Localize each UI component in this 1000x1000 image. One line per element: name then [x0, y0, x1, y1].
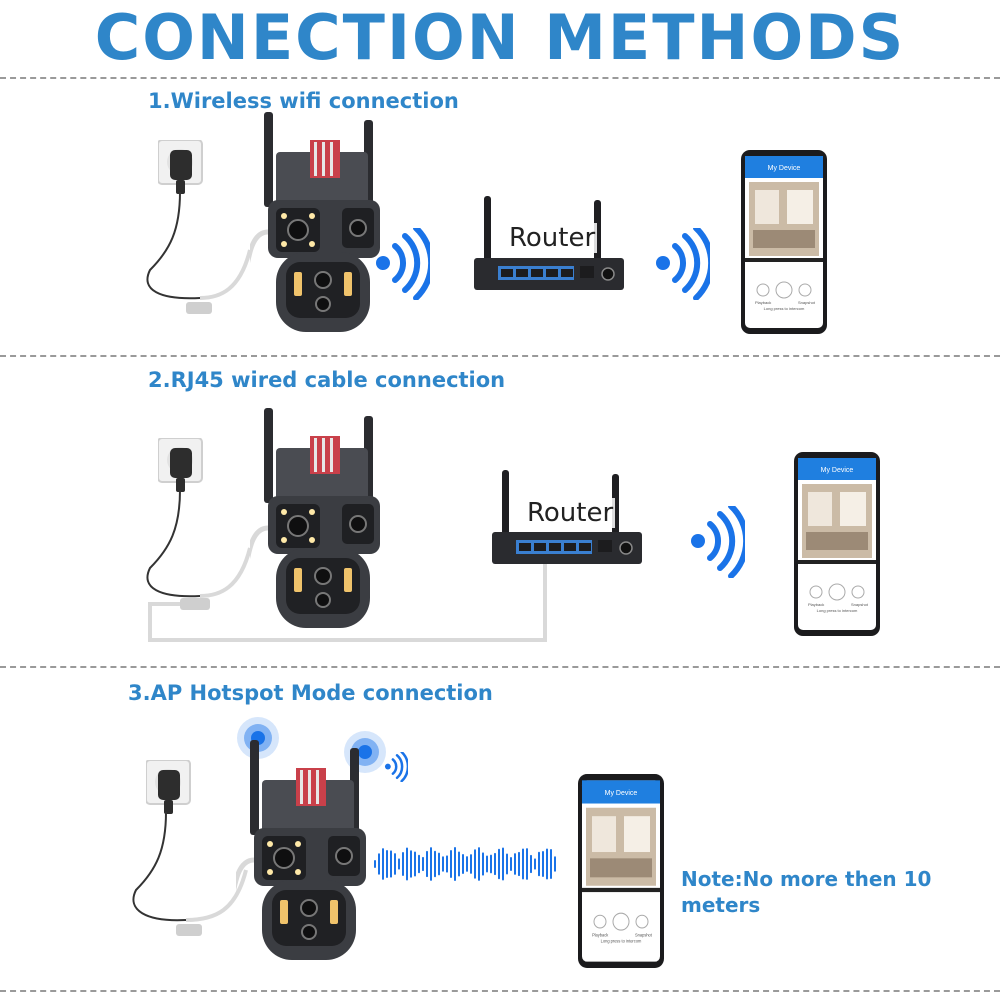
phone-app-title: My Device — [605, 788, 638, 797]
section-1-power-cable — [146, 191, 252, 314]
section-2-camera — [250, 408, 390, 633]
section-3-camera — [236, 740, 376, 965]
phone-playback-label: Playback — [755, 300, 771, 305]
phone-snapshot-label: Snapshot — [798, 300, 816, 305]
section-1-camera — [250, 112, 390, 337]
phone-hint: Long press to intercom — [764, 306, 805, 311]
section-1-router-label: Router — [507, 223, 598, 253]
section-2-wifi-wave-icon — [690, 506, 745, 578]
section-3-phone: My Device Playback Snapshot Long press t… — [578, 774, 664, 968]
phone-hint: Long press to intercom — [601, 939, 642, 944]
section-1-wifi-wave-icon-2 — [655, 228, 710, 300]
section-3-note: Note:No more then 10 meters — [681, 867, 932, 917]
phone-snapshot-label: Snapshot — [635, 932, 653, 937]
section-1-wifi-wave-icon-1 — [375, 228, 430, 300]
section-2-heading: 2.RJ45 wired cable connection — [148, 368, 506, 392]
section-1-phone: My Device Playback Snapshot Long press t… — [741, 150, 827, 334]
phone-app-title: My Device — [768, 165, 801, 172]
phone-playback-label: Playback — [808, 602, 824, 607]
divider-top — [0, 77, 1000, 79]
page-title: CONECTION METHODS — [94, 1, 906, 74]
phone-app-title: My Device — [821, 467, 854, 474]
section-2-router-label: Router — [525, 498, 616, 528]
section-3-heading: 3.AP Hotspot Mode connection — [128, 681, 493, 705]
phone-snapshot-label: Snapshot — [851, 602, 869, 607]
phone-hint: Long press to intercom — [817, 608, 858, 613]
section-2-phone: My Device Playback Snapshot Long press t… — [794, 452, 880, 636]
divider-1 — [0, 355, 1000, 357]
divider-bottom — [0, 990, 1000, 992]
divider-2 — [0, 666, 1000, 668]
section-1-heading: 1.Wireless wifi connection — [148, 89, 459, 113]
phone-playback-label: Playback — [592, 932, 609, 937]
section-3-power-cable — [132, 811, 248, 936]
section-3-signal-waveform — [374, 847, 556, 881]
section-2-cables — [146, 489, 547, 642]
section-3-small-wifi-icon — [384, 752, 408, 782]
